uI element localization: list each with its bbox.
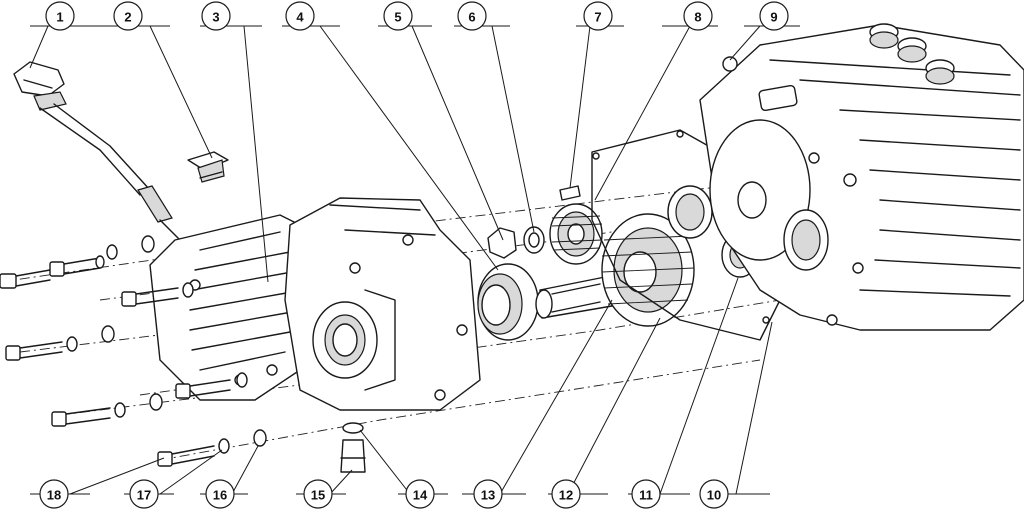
callout-number: 8 [694,10,701,25]
bolt-row-2 [121,282,194,307]
bolt-row-5 [51,393,163,427]
motor-housing [699,23,1024,331]
dipstick-part [13,61,181,241]
callout-7: 7 [583,1,613,31]
callout-number: 14 [413,488,428,503]
callout-3: 3 [201,1,231,31]
bottom-fitting-part [340,422,366,473]
bolt-row-3 [5,325,115,361]
callout-circle [551,479,581,509]
callout-11: 11 [631,479,661,509]
callout-5: 5 [383,1,413,31]
callout-10: 10 [699,479,729,509]
callout-2: 2 [113,1,143,31]
callout-number: 13 [481,488,495,503]
callout-number: 3 [212,10,219,25]
callout-17: 17 [129,479,159,509]
large-gear [601,213,695,327]
drain-plug-part [187,151,229,183]
callout-number: 4 [296,10,304,25]
callout-13: 13 [473,479,503,509]
callout-8: 8 [683,1,713,31]
callout-18: 18 [39,479,69,509]
callout-circle [39,479,69,509]
callout-circle [129,479,159,509]
small-gear [549,203,603,265]
callout-16: 16 [205,479,235,509]
callout-number: 9 [770,10,777,25]
callout-number: 18 [47,488,61,503]
input-shaft [535,275,613,319]
callout-12: 12 [551,479,581,509]
callout-number: 12 [559,488,573,503]
callout-circle [45,1,75,31]
callout-circle [699,479,729,509]
callout-circle [759,1,789,31]
callout-circle [583,1,613,31]
callout-number: 6 [468,10,475,25]
callout-number: 7 [594,10,601,25]
callout-circle [683,1,713,31]
callout-number: 2 [124,10,131,25]
callout-15: 15 [303,479,333,509]
callout-number: 16 [213,488,227,503]
left-cover-housing [149,214,311,401]
callout-circle [383,1,413,31]
callout-number: 1 [56,10,63,25]
callout-circle [457,1,487,31]
callout-circle [113,1,143,31]
callout-circle [405,479,435,509]
callout-number: 5 [394,10,401,25]
callout-number: 11 [639,488,653,503]
callout-1: 1 [45,1,75,31]
bolt-row-1 [0,235,155,289]
callout-circle [205,479,235,509]
callout-14: 14 [405,479,435,509]
bolt-row-4 [175,372,248,399]
callout-6: 6 [457,1,487,31]
callout-circle [201,1,231,31]
callout-circle [631,479,661,509]
callout-circle [303,479,333,509]
callout-number: 17 [137,488,151,503]
bearing-part [477,263,539,341]
callout-4: 4 [285,1,315,31]
callout-circle [473,479,503,509]
bolt-row-6 [157,429,267,467]
nut-and-washer [487,226,545,259]
callout-9: 9 [759,1,789,31]
main-gear-housing [284,197,481,411]
callout-circle [285,1,315,31]
dowel-pin [559,185,581,201]
callout-number: 15 [311,488,325,503]
callout-number: 10 [707,488,721,503]
